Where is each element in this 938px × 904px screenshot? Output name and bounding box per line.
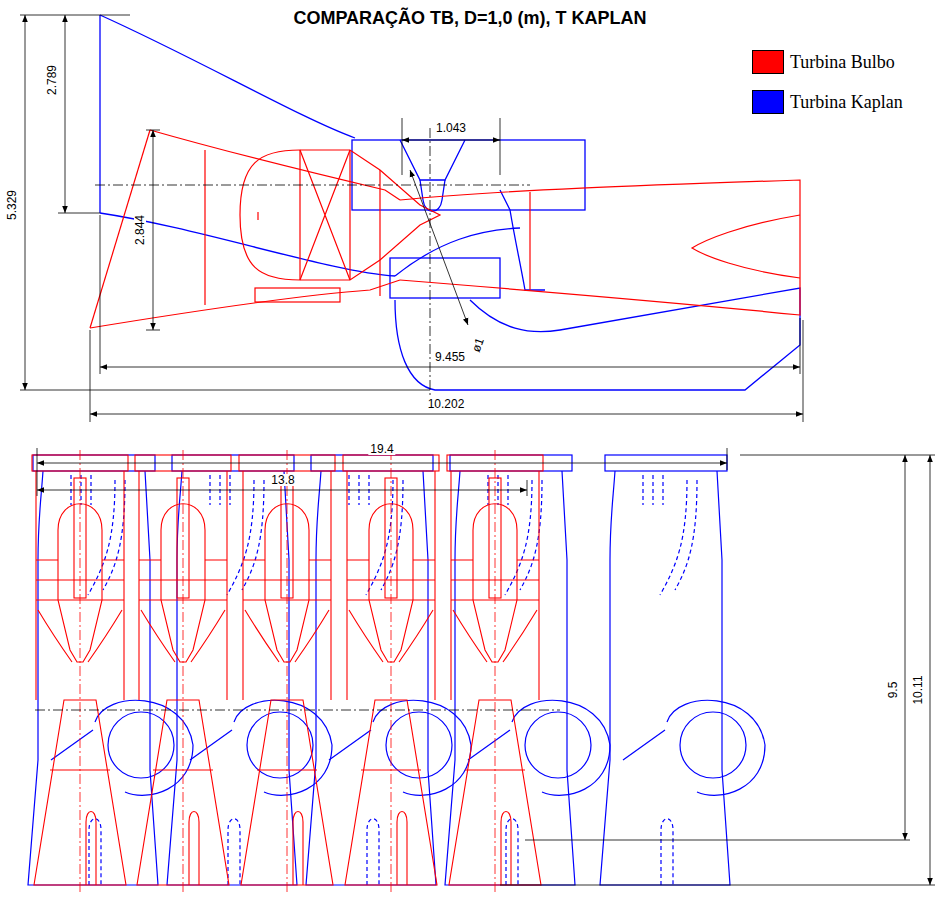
kaplan-plan-units <box>28 455 193 885</box>
dimension-value: 2.789 <box>46 63 58 97</box>
bulb-section <box>90 130 800 328</box>
bulb-section <box>150 130 400 200</box>
legend-text: Turbina Bulbo <box>790 53 895 71</box>
kaplan-section <box>100 15 800 390</box>
bulb-plan-units <box>343 450 439 895</box>
dimension-value: 13.8 <box>269 474 296 486</box>
kaplan-section <box>500 190 545 290</box>
plan-dimension-lines <box>35 448 935 885</box>
dimension-lines <box>65 15 66 213</box>
dimension-lines <box>410 170 468 325</box>
dimension-lines <box>90 320 803 422</box>
bulb-plan-units <box>32 450 128 895</box>
legend-swatch <box>752 50 784 74</box>
dimension-value: 5.329 <box>6 188 18 222</box>
dimension-lines <box>100 215 800 374</box>
kaplan-section <box>100 15 355 138</box>
dimension-value: 1.043 <box>434 122 468 134</box>
legend-text: Turbina Kaplan <box>790 93 903 111</box>
plan-dimension-lines <box>37 448 727 496</box>
bulb-plan-units <box>135 450 231 895</box>
kaplan-section <box>100 213 395 276</box>
dimension-lines <box>95 128 530 395</box>
plan-dimension-lines <box>35 710 560 711</box>
bulb-section <box>90 130 150 328</box>
dimension-value: ø1 <box>469 334 486 355</box>
kaplan-section <box>395 288 800 390</box>
plan-dimension-lines <box>500 455 935 885</box>
legend-swatch <box>752 90 784 114</box>
kaplan-section <box>352 140 585 210</box>
bulb-section <box>240 150 440 280</box>
plan-dimension-lines <box>37 490 527 491</box>
dimension-lines <box>20 15 430 390</box>
dimension-value: 9.5 <box>887 680 899 701</box>
title: COMPARAÇÃO TB, D=1,0 (m), T KAPLAN <box>293 9 646 27</box>
plan-dimension-lines <box>930 455 931 885</box>
bulb-section <box>400 180 800 315</box>
dimension-value: 19.4 <box>368 443 395 455</box>
kaplan-section <box>395 228 520 276</box>
dimension-lines <box>90 414 803 415</box>
bulb-section <box>205 150 380 305</box>
dimension-lines <box>146 130 160 330</box>
bulb-section <box>529 192 530 290</box>
plan-dimension-lines <box>905 455 906 840</box>
dimension-value: 10.11 <box>912 673 924 706</box>
bulb-section <box>255 288 340 302</box>
dimension-value: 9.455 <box>433 351 467 363</box>
dimension-lines <box>402 118 500 175</box>
bulb-section <box>300 150 350 280</box>
plan-dimension-lines <box>37 463 727 464</box>
bulb-section <box>257 212 258 220</box>
dimension-lines <box>153 130 154 330</box>
dimension-lines <box>25 15 26 390</box>
kaplan-section <box>400 140 465 180</box>
bulb-section <box>692 215 800 278</box>
bulb-plan-units <box>32 450 543 895</box>
bulb-section <box>90 280 400 328</box>
dimension-lines <box>20 15 803 422</box>
dimension-lines <box>100 367 800 368</box>
kaplan-plan-units <box>600 455 765 885</box>
kaplan-plan-units <box>445 455 610 885</box>
kaplan-section <box>99 15 100 213</box>
dimension-lines <box>58 213 100 214</box>
dimension-lines <box>402 140 500 141</box>
dimension-value: 2.844 <box>134 213 146 247</box>
dimension-value: 10.202 <box>426 398 467 410</box>
bulb-plan-units <box>447 450 543 895</box>
bulb-plan-units <box>239 450 335 895</box>
